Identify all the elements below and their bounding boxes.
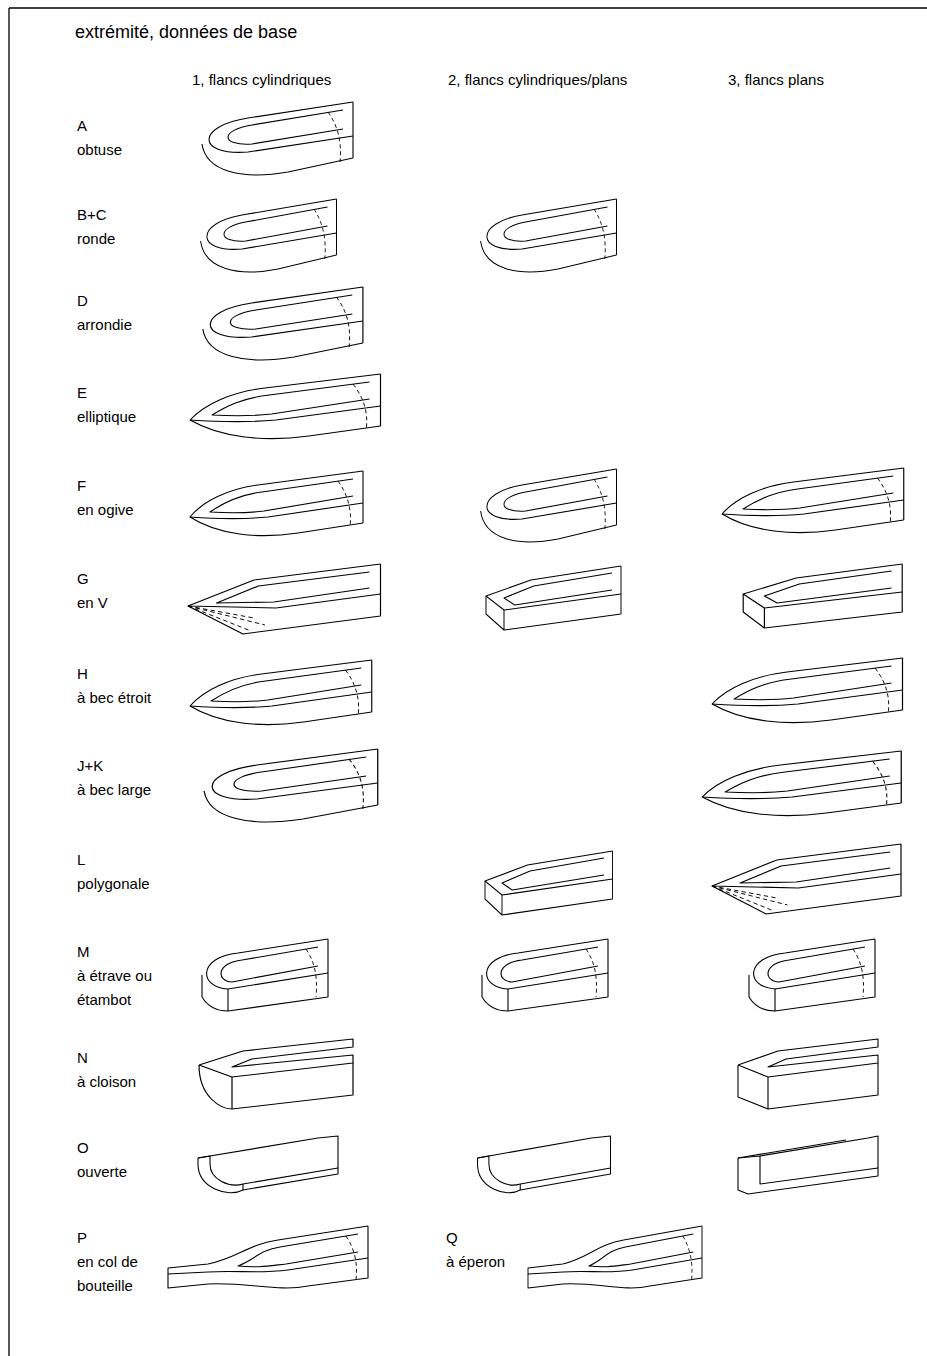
row-label: polygonale xyxy=(77,872,150,896)
row-label: A xyxy=(77,114,87,138)
row-label: P xyxy=(77,1226,87,1250)
row-label: à bec large xyxy=(77,778,151,802)
row-label: M xyxy=(77,940,90,964)
column-heading: 2, flancs cylindriques/plans xyxy=(448,68,627,92)
row-label: D xyxy=(77,289,88,313)
row-label: à étrave ou étambot xyxy=(77,964,172,1012)
row-label: à cloison xyxy=(77,1070,136,1094)
row-label: F xyxy=(77,474,86,498)
row-label: N xyxy=(77,1046,88,1070)
row-label: arrondie xyxy=(77,313,132,337)
row-label: obtuse xyxy=(77,138,122,162)
row-label: elliptique xyxy=(77,405,136,429)
row-label: en ogive xyxy=(77,498,134,522)
row-label: à bec étroit xyxy=(77,686,151,710)
row-label: G xyxy=(77,567,89,591)
frame-line xyxy=(9,8,927,1356)
row-label: E xyxy=(77,381,87,405)
column-heading: 3, flancs plans xyxy=(728,68,824,92)
row-label: O xyxy=(77,1136,89,1160)
row-label: en col de bouteille xyxy=(77,1250,149,1298)
row-label: Q xyxy=(446,1226,458,1250)
row-label: ouverte xyxy=(77,1160,127,1184)
row-label: ronde xyxy=(77,227,115,251)
row-label: à éperon xyxy=(446,1250,505,1274)
column-heading: 1, flancs cylindriques xyxy=(192,68,331,92)
row-label: en V xyxy=(77,591,108,615)
row-label: H xyxy=(77,662,88,686)
diagram-title: extrémité, données de base xyxy=(75,20,297,44)
row-label: L xyxy=(77,848,85,872)
row-label: J+K xyxy=(77,754,103,778)
row-label: B+C xyxy=(77,203,107,227)
